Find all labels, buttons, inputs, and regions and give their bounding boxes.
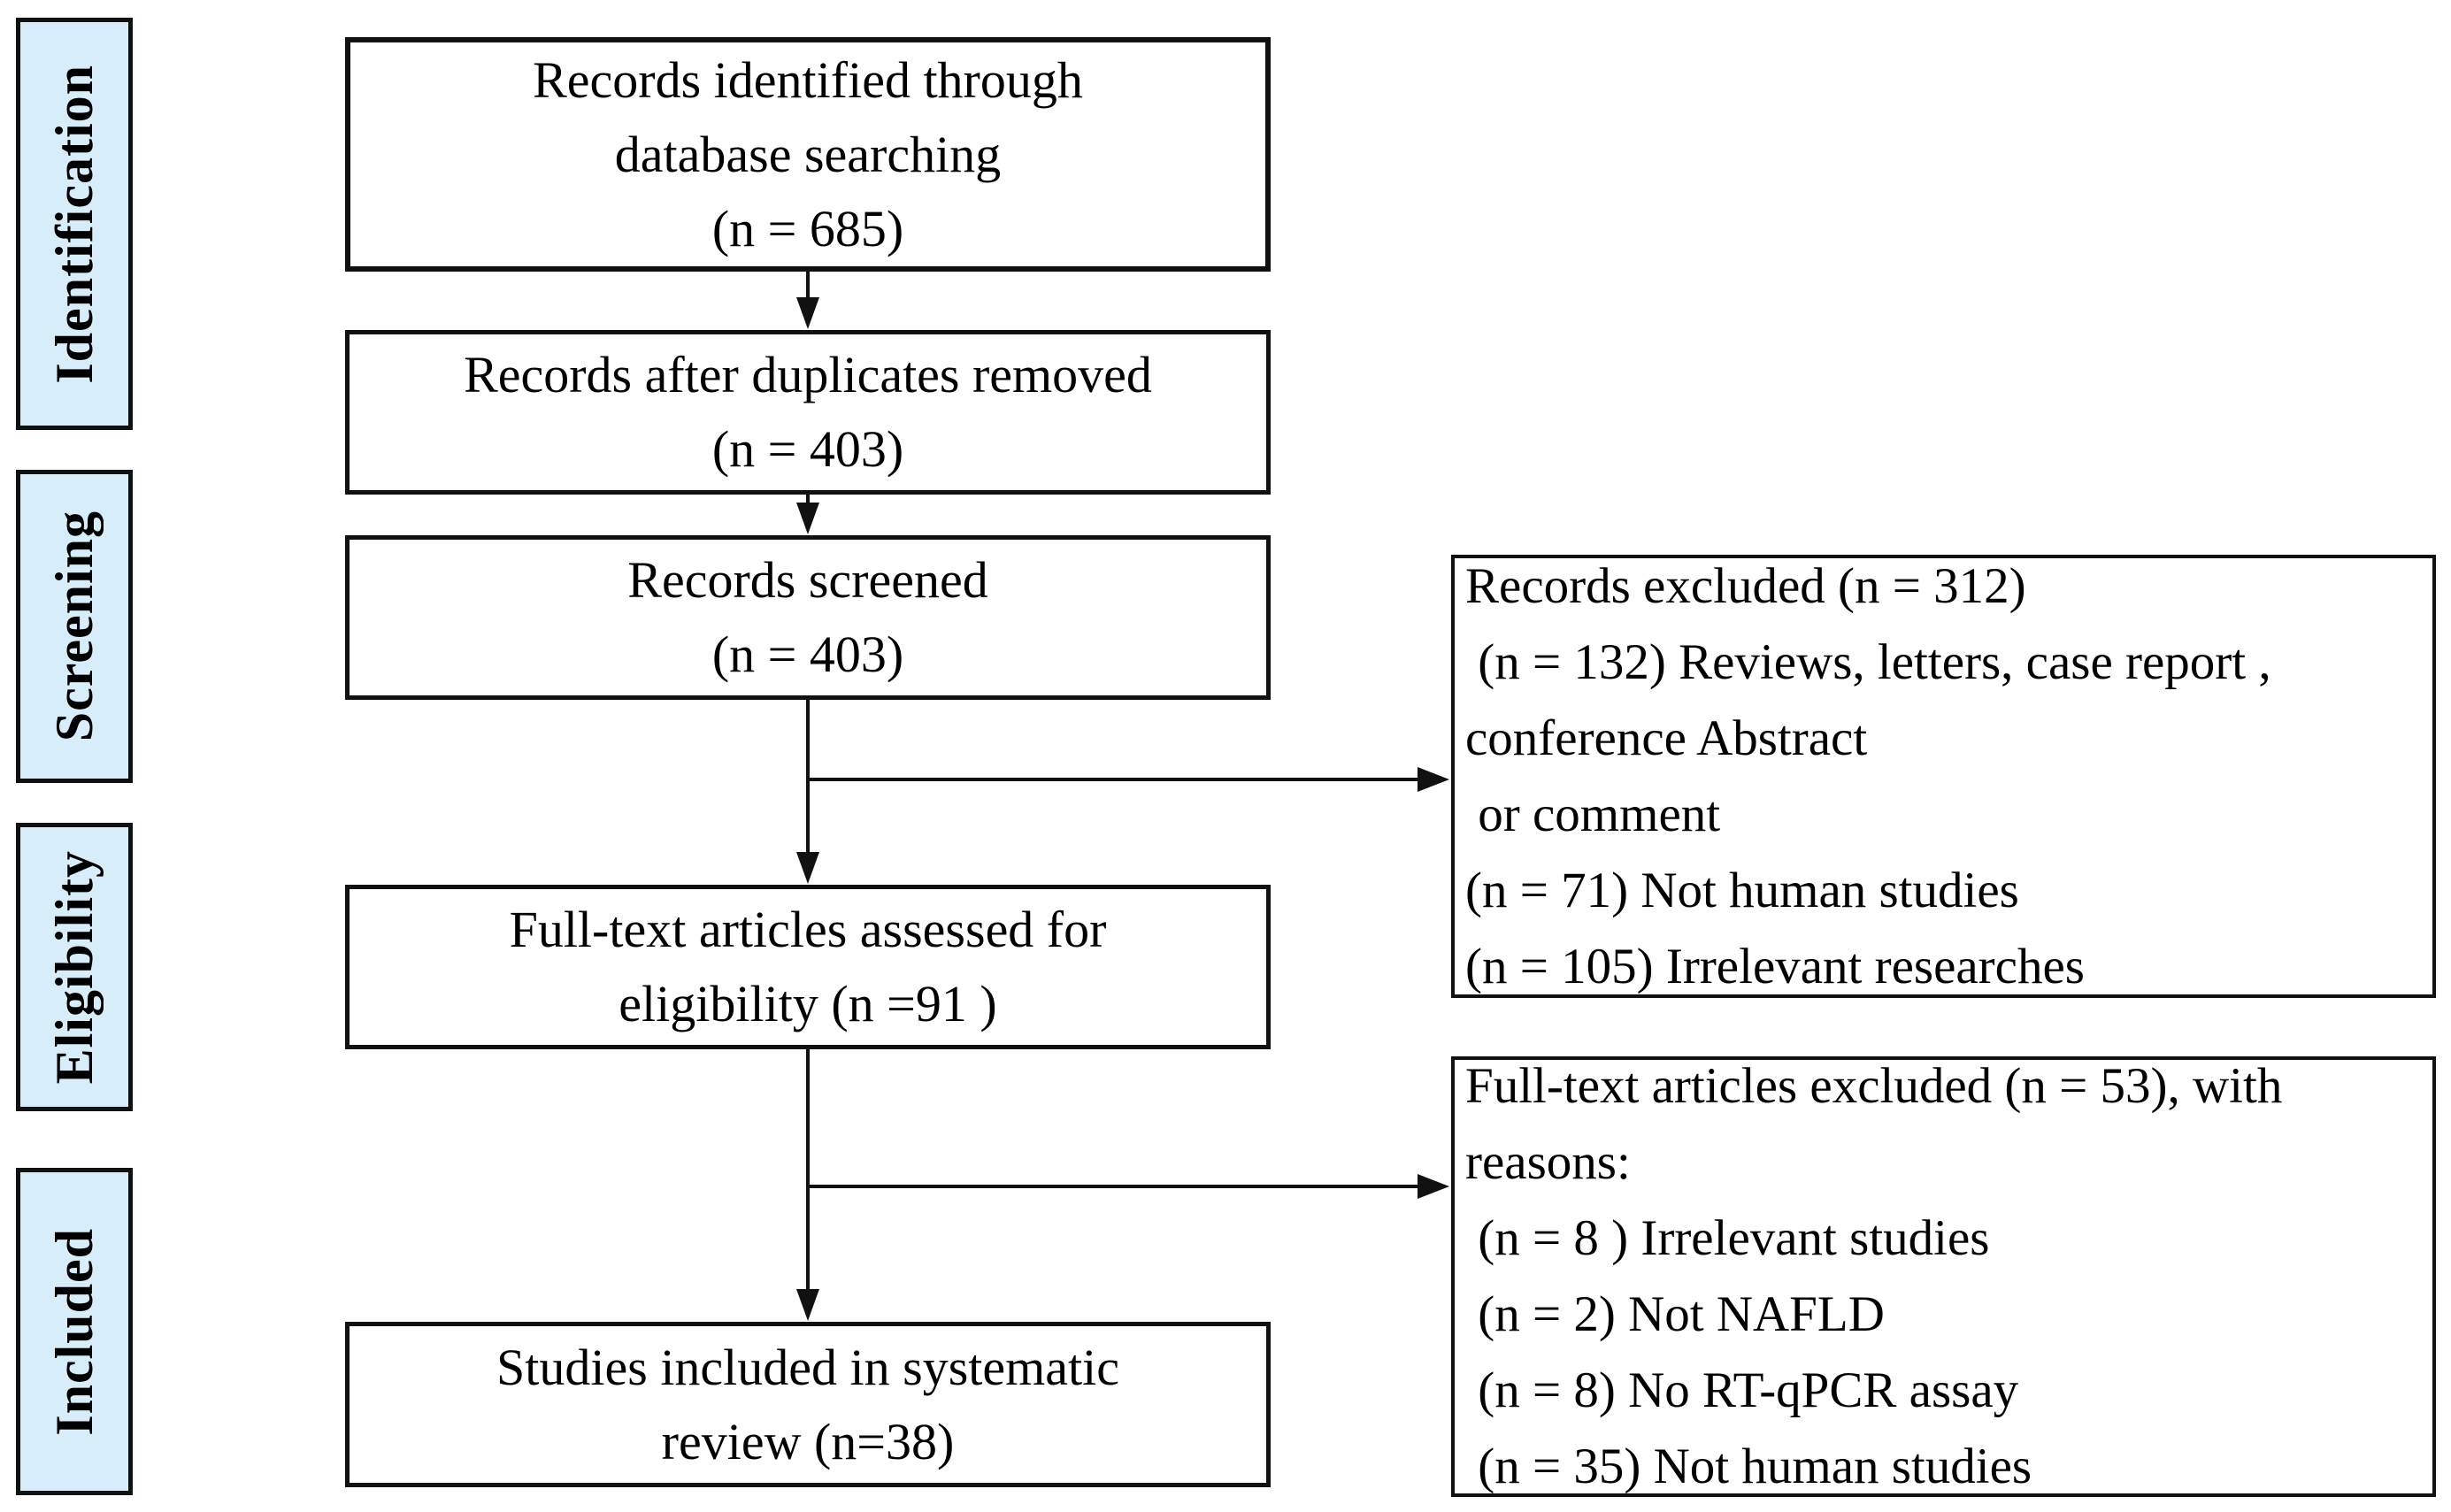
flowbox-line: Studies included in systematic bbox=[496, 1338, 1119, 1396]
exclbox-line: conference Abstract bbox=[1465, 710, 1868, 766]
arrowhead-down-icon bbox=[796, 503, 819, 534]
flowbox-line: Records screened bbox=[627, 551, 988, 609]
stage-screening: Screening bbox=[16, 470, 133, 783]
flowbox-count: eligibility (n =91 ) bbox=[619, 975, 997, 1032]
stage-included: Included bbox=[16, 1168, 133, 1495]
exclbox-line: Records excluded (n = 312) bbox=[1465, 557, 2026, 614]
stage-identification-label: Identification bbox=[44, 64, 104, 384]
flowbox-line: database searching bbox=[614, 125, 1002, 183]
connector-fulltext-to-included bbox=[806, 1049, 810, 1294]
connector-duplicates-to-screened bbox=[806, 495, 810, 508]
flowbox-line: Records identified through bbox=[533, 50, 1083, 109]
stage-eligibility: Eligibility bbox=[16, 823, 133, 1111]
exclbox-records-excluded: Records excluded (n = 312) (n = 132) Rev… bbox=[1451, 555, 2436, 998]
flowbox-count: (n = 403) bbox=[711, 420, 904, 478]
exclbox-line: (n = 35) Not human studies bbox=[1465, 1439, 2032, 1494]
flowbox-duplicates-removed: Records after duplicates removed (n = 40… bbox=[345, 330, 1271, 495]
exclbox-line: or comment bbox=[1465, 786, 1721, 842]
stage-included-label: Included bbox=[44, 1227, 104, 1436]
arrowhead-right-icon bbox=[1418, 1174, 1449, 1199]
stage-eligibility-label: Eligibility bbox=[44, 849, 104, 1085]
stage-screening-label: Screening bbox=[44, 510, 104, 742]
arrowhead-right-icon bbox=[1418, 767, 1449, 792]
flowbox-studies-included: Studies included in systematic review (n… bbox=[345, 1322, 1271, 1487]
exclbox-line: reasons: bbox=[1465, 1134, 1631, 1190]
exclbox-fulltext-excluded: Full-text articles excluded (n = 53), wi… bbox=[1451, 1056, 2436, 1497]
flowbox-records-screened: Records screened (n = 403) bbox=[345, 535, 1271, 700]
arrowhead-down-icon bbox=[796, 1289, 819, 1321]
stage-identification: Identification bbox=[16, 18, 133, 430]
exclbox-line: (n = 8) No RT-qPCR assay bbox=[1465, 1362, 2019, 1418]
flowbox-count: (n = 685) bbox=[711, 199, 904, 257]
exclbox-line: Full-text articles excluded (n = 53), wi… bbox=[1465, 1058, 2283, 1114]
flowbox-fulltext-assessed: Full-text articles assessed for eligibil… bbox=[345, 885, 1271, 1049]
arrowhead-down-icon bbox=[796, 852, 819, 884]
flowbox-count: review (n=38) bbox=[661, 1412, 955, 1470]
exclbox-line: (n = 105) Irrelevant researches bbox=[1465, 938, 2085, 994]
exclbox-line: (n = 71) Not human studies bbox=[1465, 862, 2019, 918]
flowbox-records-identified: Records identified through database sear… bbox=[345, 37, 1271, 272]
flowbox-line: Records after duplicates removed bbox=[464, 346, 1152, 403]
exclbox-line: (n = 2) Not NAFLD bbox=[1465, 1286, 1885, 1342]
flowbox-line: Full-text articles assessed for bbox=[509, 901, 1107, 958]
exclbox-line: (n = 132) Reviews, letters, case report … bbox=[1465, 633, 2271, 690]
flowbox-count: (n = 403) bbox=[711, 626, 904, 683]
exclbox-line: (n = 8 ) Irrelevant studies bbox=[1465, 1210, 1990, 1266]
connector-identified-to-duplicates bbox=[806, 272, 810, 303]
connector-fulltext-to-excluded bbox=[806, 1185, 1419, 1188]
arrowhead-down-icon bbox=[796, 297, 819, 329]
connector-screened-to-excluded bbox=[806, 778, 1419, 781]
